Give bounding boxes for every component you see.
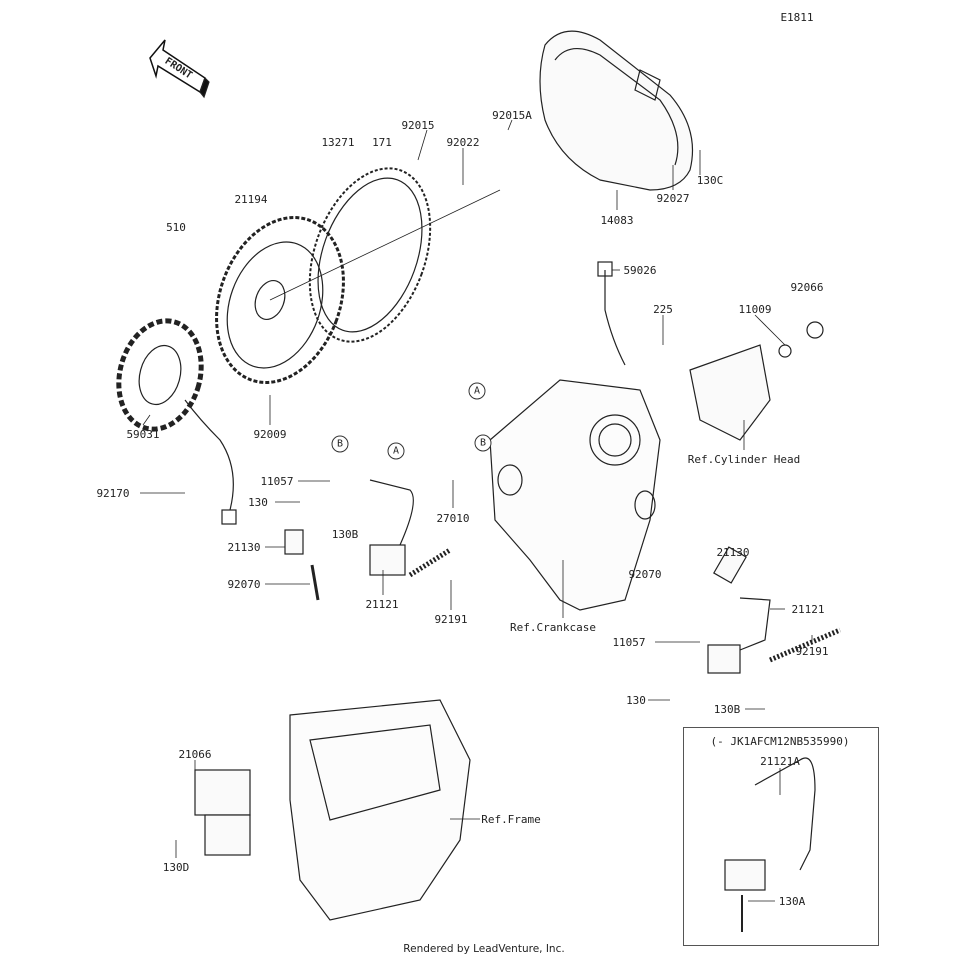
part-label[interactable]: 92070: [628, 568, 662, 581]
part-label[interactable]: 130C: [696, 174, 724, 187]
part-label[interactable]: 21121A: [760, 755, 800, 768]
part-label[interactable]: 11057: [260, 475, 294, 488]
part-label[interactable]: 130A: [778, 895, 806, 908]
cover-drawing: [539, 30, 693, 191]
part-label[interactable]: 92009: [253, 428, 287, 441]
part-label[interactable]: 92191: [795, 645, 829, 658]
part-label[interactable]: 130B: [331, 528, 359, 541]
front-arrow-icon: [149, 39, 210, 99]
part-label[interactable]: 21130: [716, 546, 750, 559]
part-label[interactable]: 92170: [96, 487, 130, 500]
callout-a: A: [387, 442, 405, 460]
part-label[interactable]: 59031: [126, 428, 160, 441]
part-label[interactable]: 27010: [436, 512, 470, 525]
part-label[interactable]: 92066: [790, 281, 824, 294]
part-label[interactable]: 130: [248, 496, 268, 509]
footer-credit: Rendered by LeadVenture, Inc.: [403, 943, 565, 955]
callout-b: B: [331, 435, 349, 453]
part-label[interactable]: 21121: [791, 603, 825, 616]
inset-box: [683, 727, 879, 946]
part-label[interactable]: 11057: [612, 636, 646, 649]
reference-label: Ref.Crankcase: [509, 621, 597, 634]
part-label[interactable]: 92015A: [492, 109, 532, 122]
part-label[interactable]: 11009: [738, 303, 772, 316]
part-label[interactable]: 14083: [600, 214, 634, 227]
part-label[interactable]: 92027: [656, 192, 690, 205]
callout-a: A: [468, 382, 486, 400]
part-label[interactable]: 225: [653, 303, 673, 316]
part-label[interactable]: 130B: [713, 703, 741, 716]
diagram-id: E1811: [780, 11, 814, 24]
reference-label: Ref.Cylinder Head: [687, 453, 801, 466]
part-label[interactable]: 510: [166, 221, 186, 234]
part-label[interactable]: 92022: [446, 136, 480, 149]
part-label[interactable]: 92015: [401, 119, 435, 132]
inset-range-label: (- JK1AFCM12NB535990): [710, 735, 850, 748]
part-label[interactable]: 21066: [178, 748, 212, 761]
part-label[interactable]: 13271: [321, 136, 355, 149]
part-label[interactable]: 171: [372, 136, 392, 149]
part-label[interactable]: 130: [626, 694, 646, 707]
part-label[interactable]: 130D: [162, 861, 190, 874]
part-label[interactable]: 92070: [227, 578, 261, 591]
callout-b: B: [474, 434, 492, 452]
part-label[interactable]: 21130: [227, 541, 261, 554]
reference-label: Ref.Frame: [481, 813, 541, 826]
crankcase-drawing: [489, 379, 661, 611]
part-label[interactable]: 21121: [365, 598, 399, 611]
part-label[interactable]: 92191: [434, 613, 468, 626]
part-label[interactable]: 21194: [234, 193, 268, 206]
part-label[interactable]: 59026: [623, 264, 657, 277]
